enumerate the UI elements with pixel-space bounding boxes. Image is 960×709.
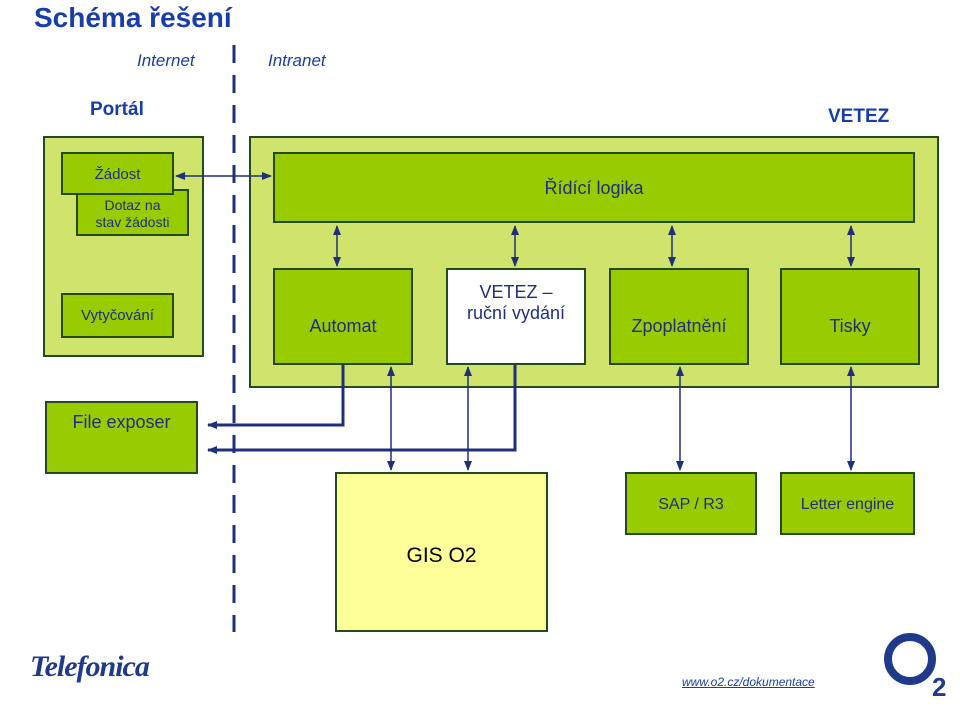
zpoplatneni-label: Zpoplatnění bbox=[631, 316, 727, 336]
vytycovani-label: Vytyčování bbox=[81, 307, 154, 324]
automat-label: Automat bbox=[309, 316, 377, 336]
dotaz-label-line1: Dotaz na bbox=[104, 197, 161, 213]
o2-logo: 2 bbox=[880, 626, 960, 706]
zone-intranet-label: Intranet bbox=[268, 51, 326, 70]
zpoplatneni-box[interactable]: Zpoplatnění bbox=[609, 268, 749, 365]
file-exposer-box[interactable]: File exposer bbox=[45, 401, 198, 474]
vetez-heading: VETEZ bbox=[828, 106, 890, 127]
o2-logo-icon: 2 bbox=[884, 633, 946, 702]
zadost-label: Žádost bbox=[94, 166, 141, 183]
arrow-automat-fileexposer bbox=[207, 365, 345, 429]
rucni-vydani-box[interactable]: VETEZ – ruční vydání bbox=[446, 268, 586, 365]
page-title: Schéma řešení bbox=[34, 2, 232, 33]
rucni-label-line2: ruční vydání bbox=[466, 303, 566, 323]
tisky-label: Tisky bbox=[829, 316, 871, 336]
letter-engine-label: Letter engine bbox=[800, 496, 895, 513]
ridici-logika-label: Řídící logika bbox=[544, 178, 644, 198]
telefonica-logo: Telefonica bbox=[30, 650, 150, 683]
svg-text:2: 2 bbox=[932, 672, 946, 702]
dotaz-label-line2: stav žádosti bbox=[95, 214, 170, 230]
letter-engine-box[interactable]: Letter engine bbox=[780, 472, 915, 535]
vytycovani-box[interactable]: Vytyčování bbox=[61, 293, 174, 338]
arrow-rucni-fileexposer bbox=[207, 365, 517, 454]
gis-o2-box[interactable]: GIS O2 bbox=[335, 472, 548, 632]
ridici-logika-box[interactable]: Řídící logika bbox=[273, 152, 915, 223]
gis-o2-label: GIS O2 bbox=[406, 544, 477, 567]
portal-heading: Portál bbox=[90, 99, 144, 120]
zone-internet-label: Internet bbox=[137, 51, 195, 70]
file-exposer-label: File exposer bbox=[72, 412, 171, 432]
zadost-box[interactable]: Žádost bbox=[61, 152, 174, 195]
sap-box[interactable]: SAP / R3 bbox=[625, 472, 757, 535]
sap-label: SAP / R3 bbox=[658, 496, 724, 513]
documentation-link[interactable]: www.o2.cz/dokumentace bbox=[682, 675, 815, 689]
rucni-label-line1: VETEZ – bbox=[479, 282, 553, 302]
tisky-box[interactable]: Tisky bbox=[780, 268, 920, 365]
automat-box[interactable]: Automat bbox=[273, 268, 413, 365]
